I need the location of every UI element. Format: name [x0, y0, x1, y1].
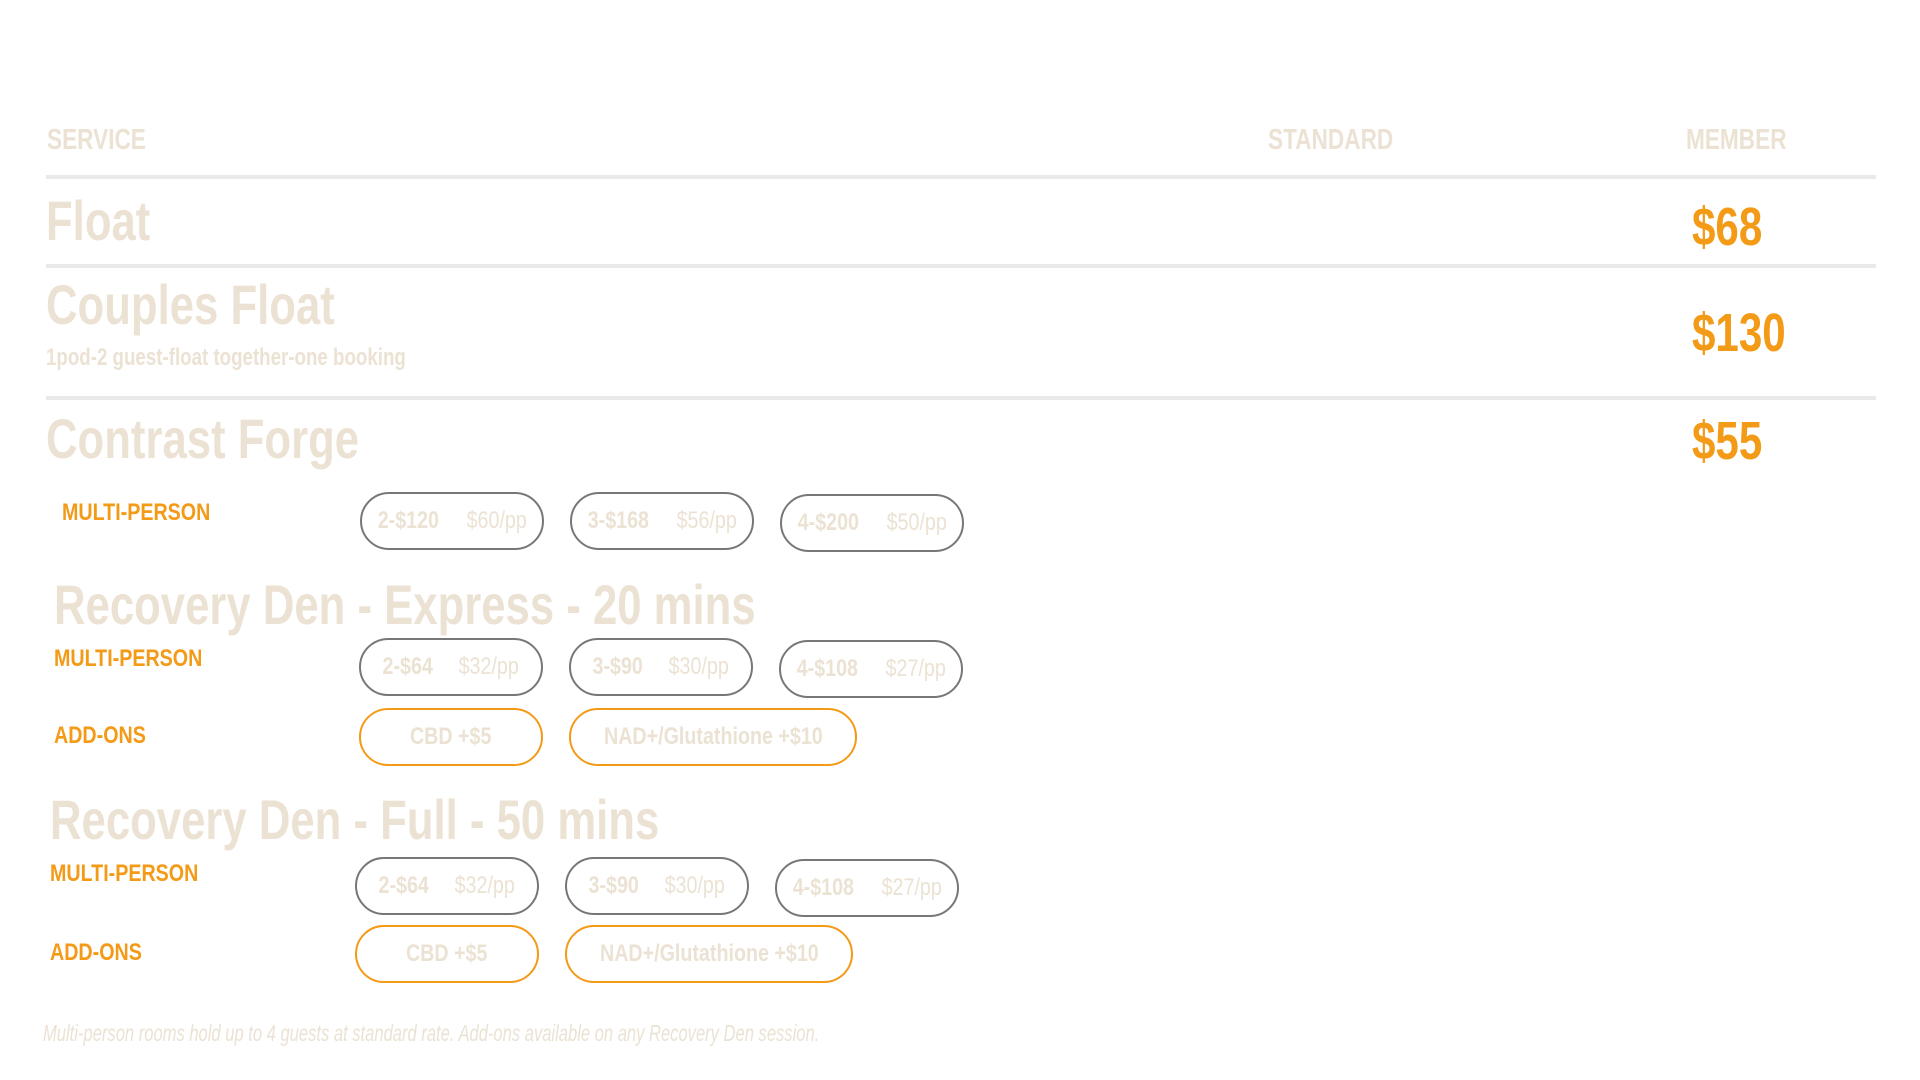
add-on-option[interactable]: NAD+/Glutathione +$10 — [569, 708, 857, 766]
member-price-float: $68 — [1692, 197, 1763, 257]
service-name-recovery-den-express: Recovery Den - Express - 20 mins — [54, 573, 756, 636]
multi-person-option[interactable]: 2-$120 $60/pp — [360, 492, 544, 550]
add-on-label: CBD +$5 — [406, 940, 488, 967]
multi-person-option[interactable]: 3-$90 $30/pp — [569, 638, 753, 696]
multi-person-option[interactable]: 3-$168 $56/pp — [570, 492, 754, 550]
multi-person-label: MULTI-PERSON — [54, 645, 203, 672]
row-divider — [46, 264, 1876, 268]
add-on-option[interactable]: CBD +$5 — [359, 708, 543, 766]
multi-person-option[interactable]: 4-$200 $50/pp — [780, 494, 964, 552]
option-per-person: $50/pp — [886, 509, 947, 536]
option-per-person: $60/pp — [466, 507, 527, 534]
header-member: MEMBER — [1686, 124, 1787, 156]
multi-person-option[interactable]: 3-$90 $30/pp — [565, 857, 749, 915]
service-subtitle-couples-float: 1pod-2 guest-float together-one booking — [46, 344, 406, 371]
add-on-option[interactable]: NAD+/Glutathione +$10 — [565, 925, 853, 983]
service-name-float: Float — [46, 189, 151, 252]
option-per-person: $32/pp — [458, 653, 519, 680]
option-per-person: $30/pp — [668, 653, 729, 680]
add-on-label: CBD +$5 — [410, 723, 492, 750]
header-standard: STANDARD — [1268, 124, 1394, 156]
row-divider — [46, 396, 1876, 400]
service-name-recovery-den-full: Recovery Den - Full - 50 mins — [50, 788, 660, 851]
multi-person-option[interactable]: 4-$108 $27/pp — [775, 859, 959, 917]
member-price-contrast-forge: $55 — [1692, 411, 1763, 471]
multi-person-option[interactable]: 4-$108 $27/pp — [779, 640, 963, 698]
option-total: 4-$108 — [796, 655, 858, 682]
option-per-person: $32/pp — [454, 872, 515, 899]
header-divider — [46, 175, 1876, 179]
option-per-person: $30/pp — [664, 872, 725, 899]
option-total: 2-$64 — [382, 653, 433, 680]
header-service: SERVICE — [47, 124, 146, 156]
add-on-option[interactable]: CBD +$5 — [355, 925, 539, 983]
multi-person-label: MULTI-PERSON — [50, 860, 199, 887]
add-on-label: NAD+/Glutathione +$10 — [603, 723, 823, 750]
add-ons-label: ADD-ONS — [54, 722, 146, 749]
option-per-person: $56/pp — [676, 507, 737, 534]
multi-person-option[interactable]: 2-$64 $32/pp — [355, 857, 539, 915]
option-total: 2-$120 — [377, 507, 439, 534]
add-ons-label: ADD-ONS — [50, 939, 142, 966]
service-name-contrast-forge: Contrast Forge — [46, 407, 360, 470]
option-per-person: $27/pp — [881, 874, 942, 901]
service-name-couples-float: Couples Float — [46, 273, 335, 336]
multi-person-option[interactable]: 2-$64 $32/pp — [359, 638, 543, 696]
add-on-label: NAD+/Glutathione +$10 — [599, 940, 819, 967]
option-total: 4-$200 — [797, 509, 859, 536]
option-total: 2-$64 — [378, 872, 429, 899]
option-per-person: $27/pp — [885, 655, 946, 682]
multi-person-label: MULTI-PERSON — [62, 499, 211, 526]
option-total: 4-$108 — [792, 874, 854, 901]
option-total: 3-$90 — [592, 653, 643, 680]
option-total: 3-$90 — [588, 872, 639, 899]
option-total: 3-$168 — [587, 507, 649, 534]
footnote: Multi-person rooms hold up to 4 guests a… — [43, 1020, 820, 1046]
member-price-couples-float: $130 — [1692, 303, 1786, 363]
